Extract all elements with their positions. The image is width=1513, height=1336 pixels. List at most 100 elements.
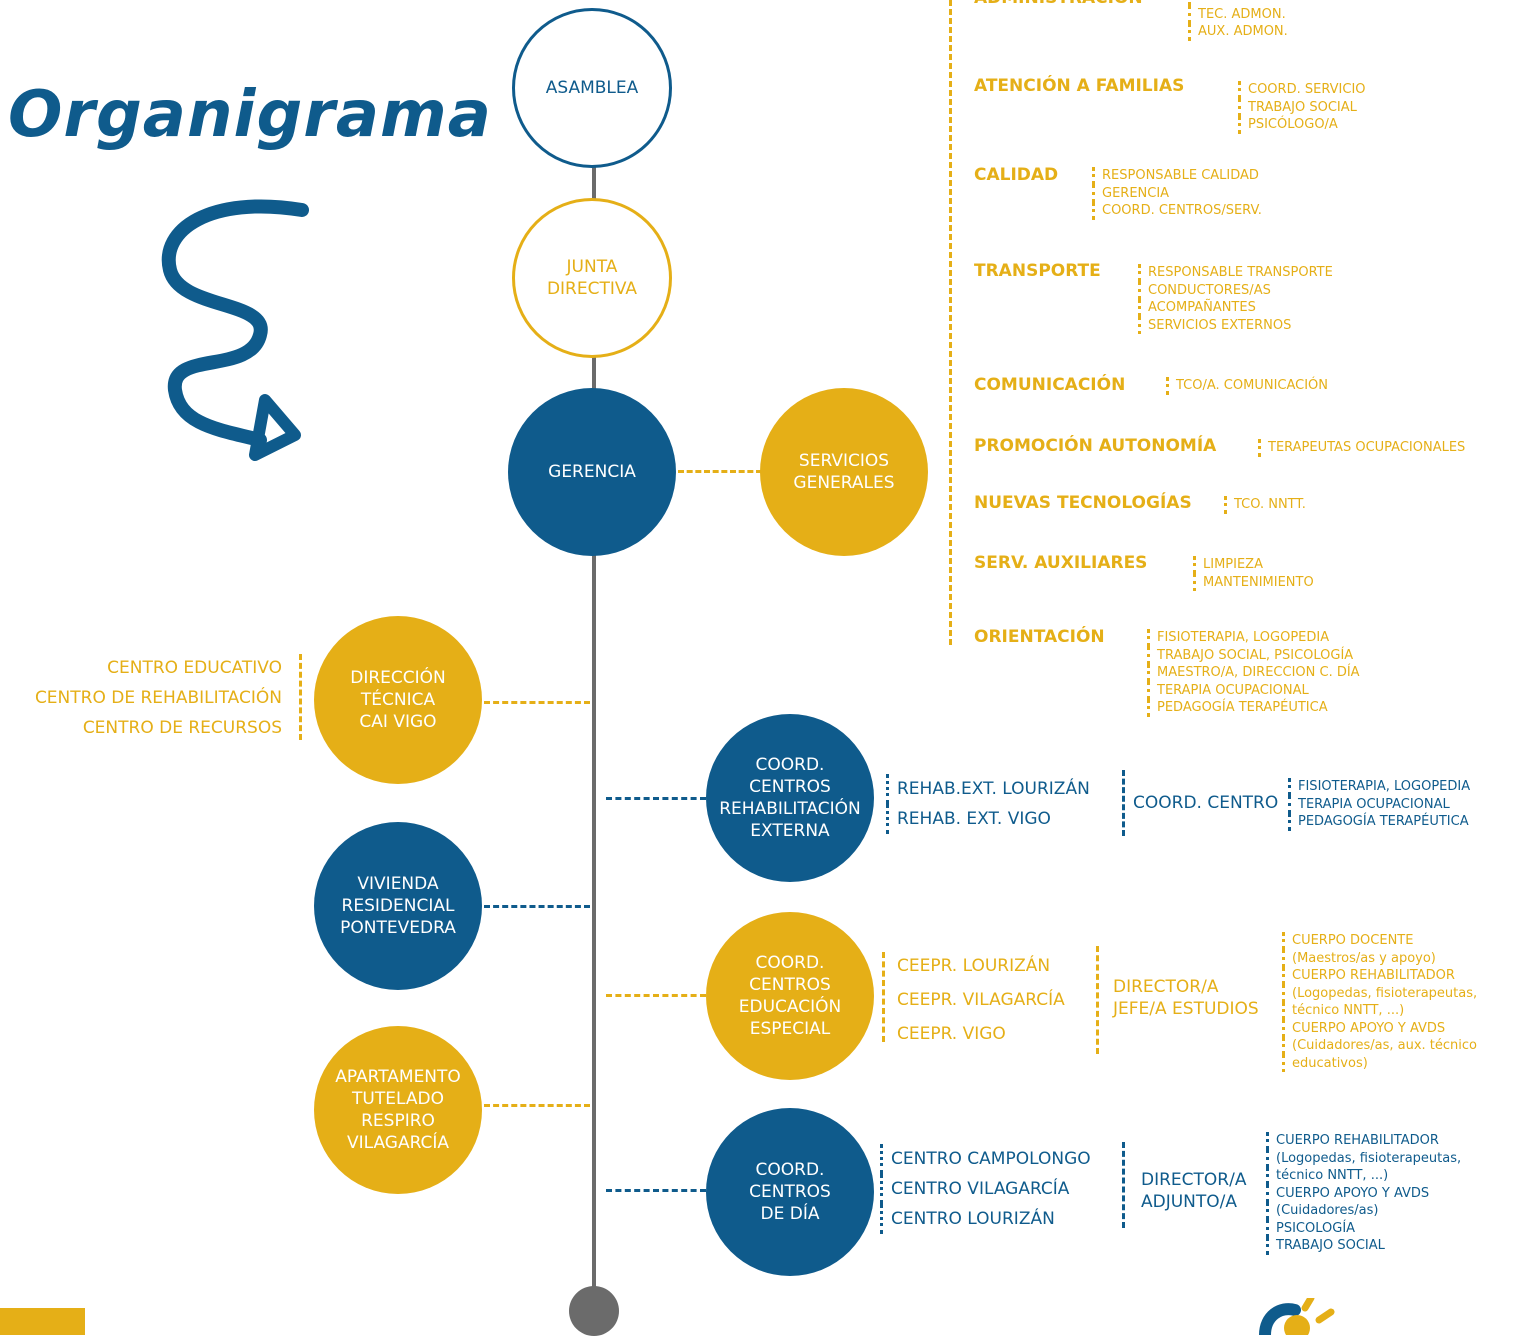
node-vivienda-residencial: VIVIENDA RESIDENCIAL PONTEVEDRA: [314, 822, 482, 990]
node-apartamento-tutelado: APARTAMENTO TUTELADO RESPIRO VILAGARCÍA: [314, 1026, 482, 1194]
rehab-centro-item: REHAB.EXT. LOURIZÁN: [886, 774, 1090, 804]
node-coord-dia: COORD. CENTROS DE DÍA: [706, 1108, 874, 1276]
direccion-centros-bar: [299, 654, 302, 740]
educacion-cuerpo-item: CUERPO DOCENTE: [1282, 932, 1477, 950]
dia-cuerpo-item: (Cuidadores/as): [1266, 1202, 1461, 1220]
educacion-cuerpos-list: CUERPO DOCENTE (Maestros/as y apoyo) CUE…: [1282, 932, 1477, 1072]
node-gerencia: GERENCIA: [508, 388, 676, 556]
rehab-coord-bar: [1122, 770, 1125, 836]
department-sub-item: MANTENIMIENTO: [1193, 573, 1314, 591]
educacion-centros-bar: [882, 952, 885, 1042]
department-heading: ATENCIÓN A FAMILIAS: [974, 76, 1185, 96]
node-coord-rehabilitacion: COORD. CENTROS REHABILITACIÓN EXTERNA: [706, 714, 874, 882]
servicios-spine: [949, 0, 952, 645]
direccion-centro-item: CENTRO DE RECURSOS: [82, 718, 282, 738]
dia-centros-list: CENTRO CAMPOLONGO CENTRO VILAGARCÍA CENT…: [880, 1144, 1091, 1234]
department-sub-item: SERVICIOS EXTERNOS: [1138, 316, 1333, 334]
department-sub-item: TERAPIA OCUPACIONAL: [1147, 681, 1360, 699]
department-sub-item: PSICÓLOGO/A: [1238, 116, 1366, 134]
connector-vivienda: [484, 905, 590, 908]
rehab-coord-label: COORD. CENTRO: [1133, 793, 1279, 813]
department-sub-item: COORD. CENTROS/SERV.: [1092, 202, 1262, 220]
department-heading: TRANSPORTE: [974, 261, 1101, 281]
dia-cuerpo-item: PSICOLOGÍA: [1266, 1219, 1461, 1237]
direccion-centros-list: CENTRO EDUCATIVO CENTRO DE REHABILITACIÓ…: [35, 653, 282, 743]
node-asamblea: ASAMBLEA: [512, 8, 672, 168]
dia-cuerpo-item: técnico NNTT, ...): [1266, 1167, 1461, 1185]
department-sub-item: LIMPIEZA: [1193, 556, 1314, 574]
connector-educacion: [606, 994, 706, 997]
connector-dia: [606, 1189, 706, 1192]
dia-cuerpo-item: CUERPO APOYO Y AVDS: [1266, 1184, 1461, 1202]
department-sub-item: TEC. ADMON.: [1188, 5, 1309, 23]
department-heading: ADMINISTRACIÓN: [974, 0, 1143, 8]
trunk-main: [592, 552, 596, 1297]
logo-icon: [1259, 1298, 1335, 1335]
connector-rehab: [606, 797, 706, 800]
dia-centro-item: CENTRO CAMPOLONGO: [880, 1144, 1091, 1174]
educacion-cuerpo-item: (Cuidadores/as, aux. técnico: [1282, 1037, 1477, 1055]
department-sub-item: RESPONSABLE CALIDAD: [1092, 167, 1262, 185]
educacion-cuerpo-item: CUERPO REHABILITADOR: [1282, 967, 1477, 985]
rehab-area-item: FISIOTERAPIA, LOGOPEDIA: [1288, 778, 1470, 796]
department-sub-item: AUX. ADMON.: [1188, 23, 1309, 41]
educacion-direccion-bar: [1096, 946, 1099, 1054]
node-coord-educacion: COORD. CENTROS EDUCACIÓN ESPECIAL: [706, 912, 874, 1080]
trunk-top-2: [592, 354, 596, 394]
dia-cuerpos-list: CUERPO REHABILITADOR (Logopedas, fisiote…: [1266, 1132, 1461, 1255]
department-sub-item: GERENCIA: [1092, 184, 1262, 202]
connector-gerencia-servicios: [678, 470, 762, 473]
department-sub-item: COORD. SERVICIO: [1238, 81, 1366, 99]
dia-centro-item: CENTRO VILAGARCÍA: [880, 1174, 1091, 1204]
direccion-centro-item: CENTRO EDUCATIVO: [107, 658, 282, 678]
corner-accent-block: [0, 1308, 85, 1335]
department-heading: CALIDAD: [974, 165, 1059, 185]
connector-direccion: [484, 701, 590, 704]
department-sub-item: ACOMPAÑANTES: [1138, 299, 1333, 317]
department-sublist: COORD. ADMON.TEC. ADMON.AUX. ADMON.: [1188, 0, 1309, 41]
dia-direccion-label: DIRECTOR/A ADJUNTO/A: [1141, 1170, 1247, 1212]
rehab-area-item: PEDAGOGÍA TERAPÉUTICA: [1288, 813, 1470, 831]
educacion-centro-item: CEEPR. VILAGARCÍA: [897, 990, 1065, 1010]
educacion-cuerpo-item: (Logopedas, fisioterapeutas,: [1282, 984, 1477, 1002]
rehab-centros-list: REHAB.EXT. LOURIZÁN REHAB. EXT. VIGO: [886, 774, 1090, 834]
department-sub-item: TRABAJO SOCIAL, PSICOLOGÍA: [1147, 646, 1360, 664]
department-sub-item: PEDAGOGÍA TERAPÉUTICA: [1147, 699, 1360, 717]
rehab-area-item: TERAPIA OCUPACIONAL: [1288, 795, 1470, 813]
dia-cuerpo-item: CUERPO REHABILITADOR: [1266, 1132, 1461, 1150]
department-sub-item: COORD. ADMON.: [1188, 0, 1309, 6]
dia-cuerpo-item: (Logopedas, fisioterapeutas,: [1266, 1149, 1461, 1167]
department-sub-item: TRABAJO SOCIAL: [1238, 98, 1366, 116]
node-junta-directiva: JUNTA DIRECTIVA: [512, 198, 672, 358]
page-title: Organigrama: [8, 78, 492, 152]
trunk-end-dot: [569, 1286, 619, 1336]
educacion-cuerpo-item: educativos): [1282, 1054, 1477, 1072]
educacion-cuerpo-item: técnico NNTT, ...): [1282, 1002, 1477, 1020]
rehab-centro-item: REHAB. EXT. VIGO: [886, 804, 1090, 834]
department-sub-item: RESPONSABLE TRANSPORTE: [1138, 264, 1333, 282]
department-heading: ORIENTACIÓN: [974, 627, 1105, 647]
direccion-centro-item: CENTRO DE REHABILITACIÓN: [34, 688, 282, 708]
department-sublist: TERAPEUTAS OCUPACIONALES: [1258, 439, 1465, 457]
educacion-centro-item: CEEPR. LOURIZÁN: [897, 956, 1051, 976]
educacion-direccion-label: DIRECTOR/A JEFE/A ESTUDIOS: [1113, 977, 1259, 1019]
department-heading: SERV. AUXILIARES: [974, 553, 1148, 573]
department-sub-item: TERAPEUTAS OCUPACIONALES: [1258, 439, 1465, 457]
department-sublist: TCO. NNTT.: [1224, 496, 1306, 514]
connector-apartamento: [484, 1104, 590, 1107]
rehab-areas-list: FISIOTERAPIA, LOGOPEDIA TERAPIA OCUPACIO…: [1288, 778, 1470, 831]
department-heading: PROMOCIÓN AUTONOMÍA: [974, 436, 1217, 456]
educacion-cuerpo-item: CUERPO APOYO Y AVDS: [1282, 1019, 1477, 1037]
dia-direccion-bar: [1122, 1142, 1125, 1228]
department-heading: NUEVAS TECNOLOGÍAS: [974, 493, 1192, 513]
node-direccion-tecnica: DIRECCIÓN TÉCNICA CAI VIGO: [314, 616, 482, 784]
educacion-centro-item: CEEPR. VIGO: [897, 1024, 1006, 1044]
educacion-centros-list: CEEPR. LOURIZÁN CEEPR. VILAGARCÍA CEEPR.…: [897, 949, 1065, 1051]
department-sub-item: CONDUCTORES/AS: [1138, 281, 1333, 299]
dia-cuerpo-item: TRABAJO SOCIAL: [1266, 1237, 1461, 1255]
